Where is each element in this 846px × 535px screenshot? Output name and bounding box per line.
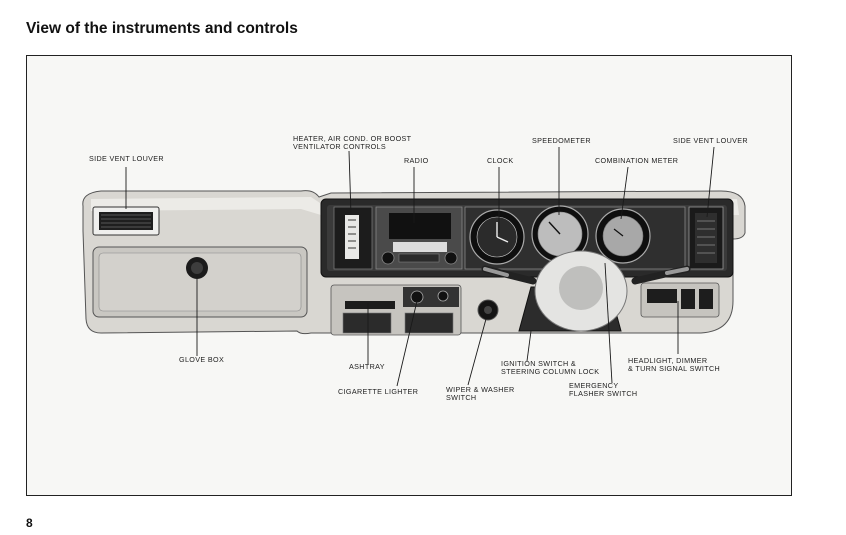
callout-heater-controls-line2: VENTILATOR CONTROLS bbox=[293, 142, 386, 151]
callout-heater-controls-line1: HEATER, AIR COND. OR BOOST bbox=[293, 134, 412, 143]
callout-flasher-line1: EMERGENCY bbox=[569, 381, 618, 390]
callout-ignition-line1: IGNITION SWITCH & bbox=[501, 359, 576, 368]
callout-speedometer: SPEEDOMETER bbox=[532, 136, 591, 145]
callout-wiper-switch-line1: WIPER & WASHER bbox=[446, 385, 515, 394]
callout-clock: CLOCK bbox=[487, 156, 514, 165]
callout-wiper-switch-line2: SWITCH bbox=[446, 393, 476, 402]
callout-flasher-line2: FLASHER SWITCH bbox=[569, 389, 637, 398]
callout-headlight-line2: & TURN SIGNAL SWITCH bbox=[628, 364, 720, 373]
dashboard-figure: SIDE VENT LOUVER HEATER, AIR COND. OR BO… bbox=[26, 55, 792, 496]
dashboard-illustration: SIDE VENT LOUVER HEATER, AIR COND. OR BO… bbox=[82, 134, 748, 402]
callout-side-vent-louver-right: SIDE VENT LOUVER bbox=[673, 136, 748, 145]
callout-combination-meter: COMBINATION METER bbox=[595, 156, 678, 165]
callout-radio: RADIO bbox=[404, 156, 429, 165]
callout-headlight-line1: HEADLIGHT, DIMMER bbox=[628, 356, 707, 365]
callout-ashtray: ASHTRAY bbox=[349, 362, 385, 371]
page-title: View of the instruments and controls bbox=[26, 20, 298, 37]
callout-ignition-line2: STEERING COLUMN LOCK bbox=[501, 367, 599, 376]
callout-cigarette-lighter: CIGARETTE LIGHTER bbox=[338, 387, 418, 396]
dashboard-drawing bbox=[82, 190, 746, 336]
page-number: 8 bbox=[26, 516, 33, 530]
callout-side-vent-louver-left: SIDE VENT LOUVER bbox=[89, 154, 164, 163]
leader-lines bbox=[125, 146, 715, 387]
callout-glove-box: GLOVE BOX bbox=[179, 355, 224, 364]
